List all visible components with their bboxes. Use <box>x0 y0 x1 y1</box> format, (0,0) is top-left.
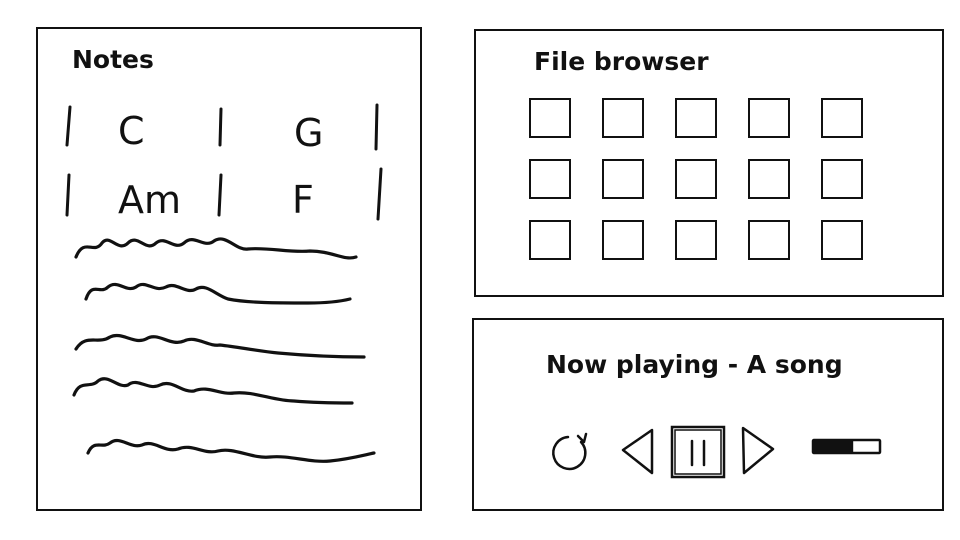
bar-line <box>65 173 71 217</box>
scribble-line <box>74 334 366 359</box>
volume-slider[interactable] <box>811 438 882 455</box>
chord-label: F <box>292 178 314 222</box>
file-item[interactable] <box>748 220 790 260</box>
bar-line <box>376 167 383 221</box>
volume-fill <box>813 440 854 453</box>
notes-title: Notes <box>72 45 154 74</box>
file-item[interactable] <box>821 159 863 199</box>
pause-button[interactable] <box>670 425 726 479</box>
file-item[interactable] <box>675 220 717 260</box>
file-item[interactable] <box>748 159 790 199</box>
file-item[interactable] <box>748 98 790 138</box>
file-item[interactable] <box>675 159 717 199</box>
player-controls <box>546 425 882 479</box>
file-item[interactable] <box>675 98 717 138</box>
chord-label: G <box>294 111 323 155</box>
file-item[interactable] <box>602 159 644 199</box>
scribble-line <box>84 282 352 305</box>
bar-line <box>217 173 223 217</box>
file-browser-title: File browser <box>534 47 709 76</box>
next-icon[interactable] <box>741 426 775 475</box>
bar-line <box>65 105 72 147</box>
repeat-icon[interactable] <box>546 430 592 476</box>
scribble-line <box>72 377 354 405</box>
bar-line <box>218 107 223 147</box>
now-playing-title: Now playing - A song <box>546 350 843 379</box>
scribble-line <box>86 438 376 463</box>
bar-line <box>374 103 379 151</box>
file-item[interactable] <box>529 220 571 260</box>
file-browser-panel: File browser <box>474 29 944 297</box>
file-grid <box>529 98 863 260</box>
chord-label: Am <box>118 178 181 222</box>
file-item[interactable] <box>602 220 644 260</box>
file-item[interactable] <box>821 98 863 138</box>
chord-label: C <box>118 109 145 153</box>
file-item[interactable] <box>602 98 644 138</box>
file-item[interactable] <box>529 159 571 199</box>
now-playing-panel: Now playing - A song <box>472 318 944 511</box>
previous-icon[interactable] <box>621 428 654 475</box>
pause-icon <box>690 439 706 467</box>
file-item[interactable] <box>821 220 863 260</box>
scribble-line <box>74 237 358 260</box>
notes-panel[interactable]: Notes C G Am F <box>36 27 422 511</box>
notes-content: C G Am F <box>65 103 383 463</box>
file-item[interactable] <box>529 98 571 138</box>
